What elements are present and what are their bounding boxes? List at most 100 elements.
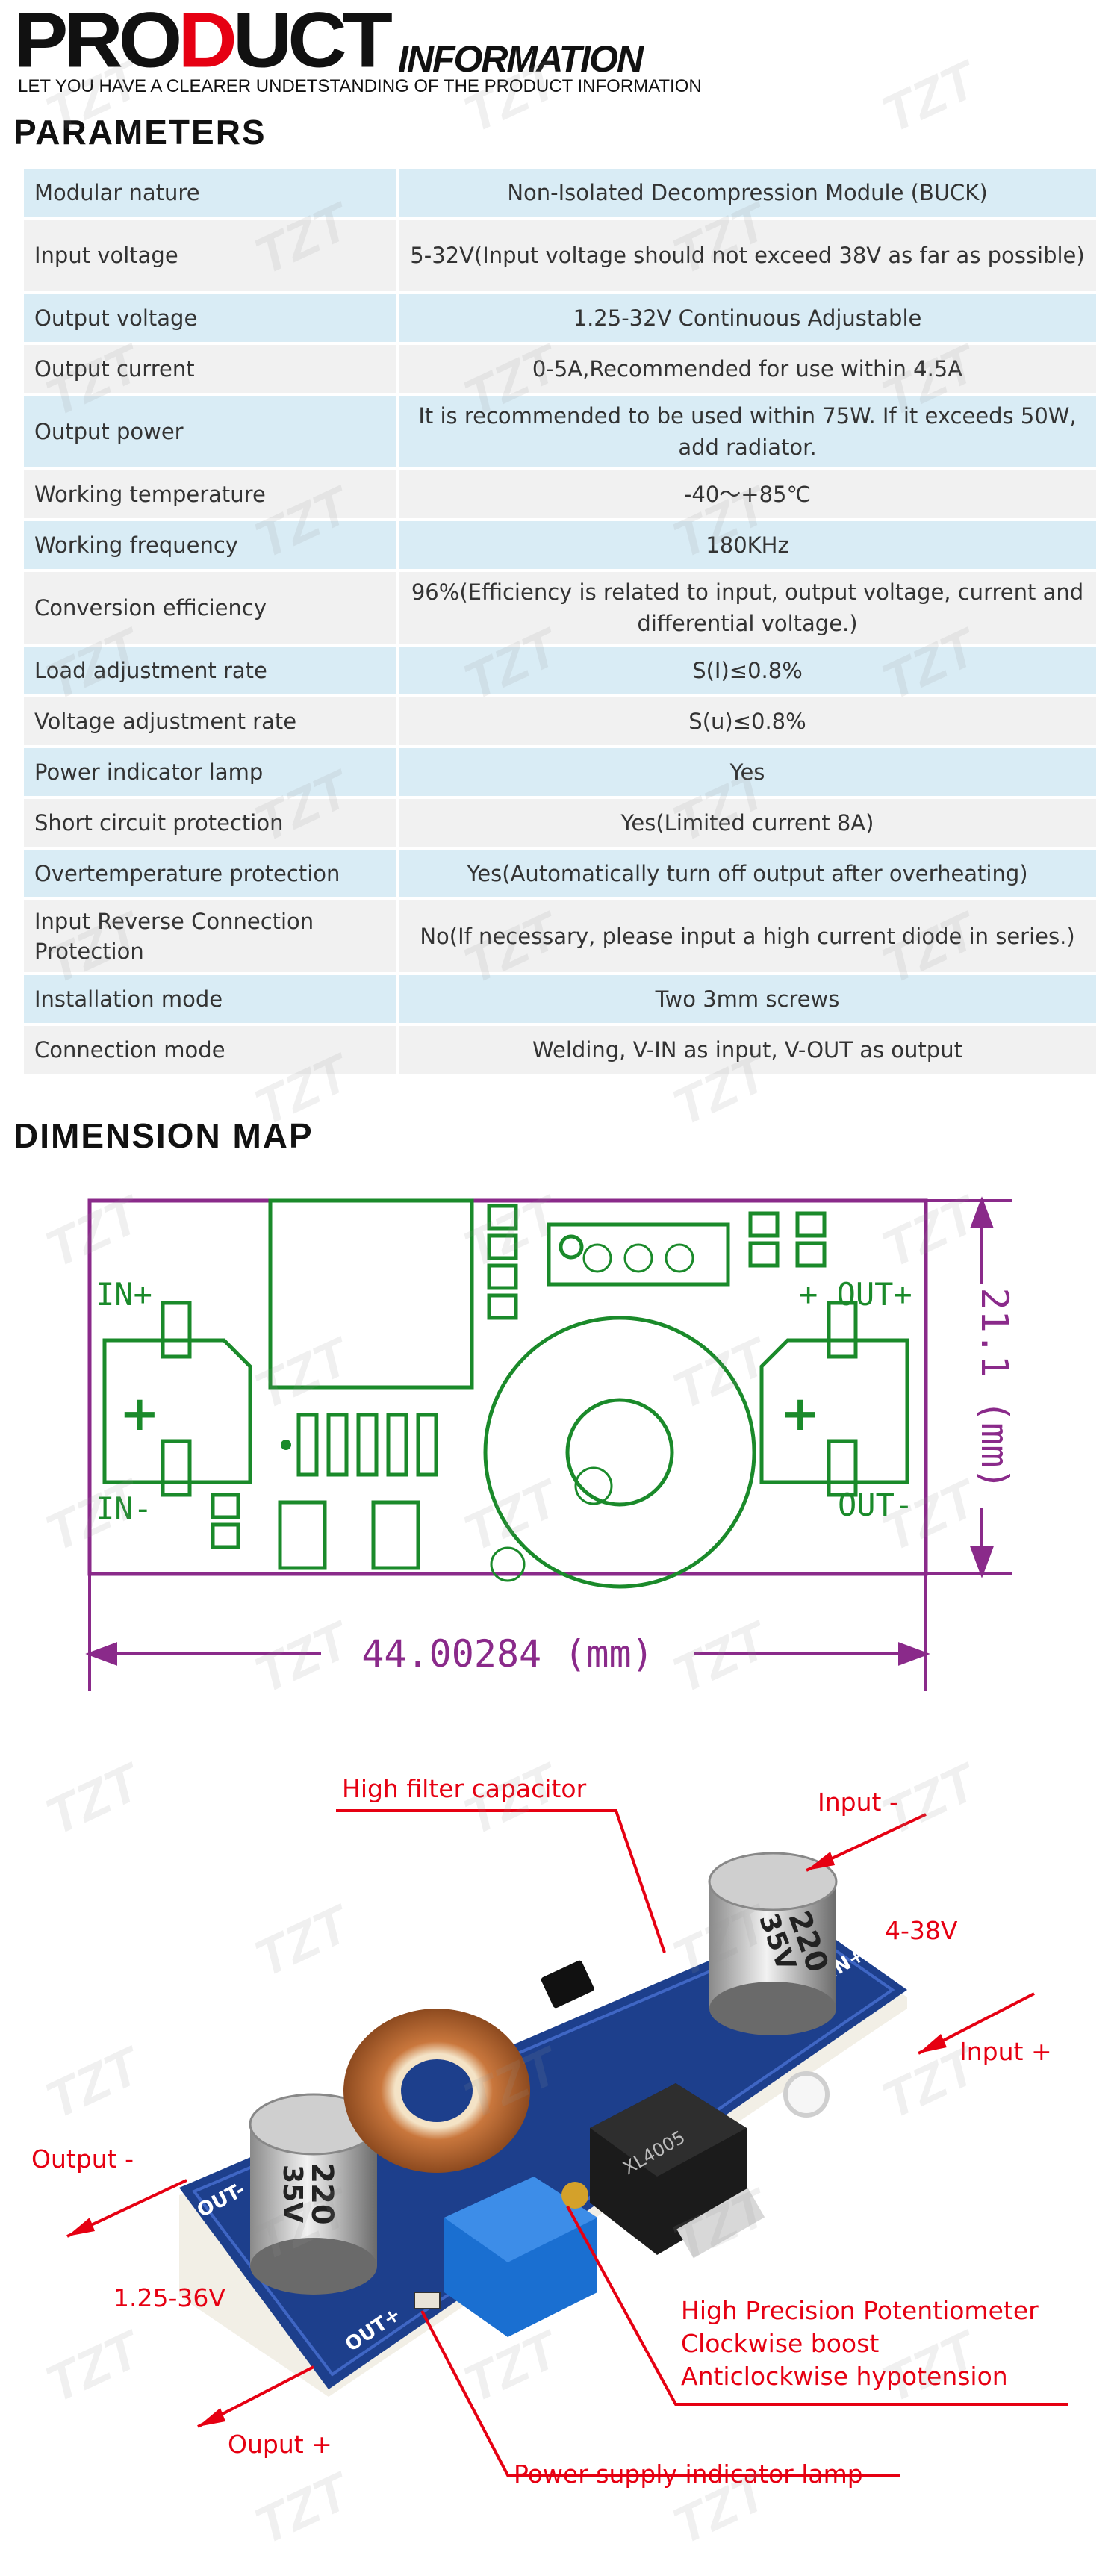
param-key: Working temperature [24, 470, 399, 518]
right-cap-pad-bottom [827, 1439, 858, 1497]
connector-pin-2 [582, 1243, 612, 1273]
line-indicator [420, 2310, 900, 2477]
left-cap-value: 220 [305, 2162, 339, 2225]
annotation-arrowheads [67, 1852, 947, 2427]
param-value: S(u)≤0.8% [399, 697, 1096, 745]
dimension-map: + + IN+ IN- + OUT+ OUT- 44.00284 (mm) 21… [85, 1196, 1016, 1691]
height-label: 21.1 (mm) [973, 1288, 1016, 1490]
label-potentiometer-2: Clockwise boost [681, 2329, 880, 2358]
param-key: Modular nature [24, 169, 399, 217]
annotation-lines [66, 1809, 1068, 2477]
right-cap-bottom [709, 1982, 836, 2035]
ic-pad-1 [296, 1413, 319, 1477]
param-value: S(I)≤0.8% [399, 647, 1096, 694]
inductor-pad [268, 1198, 474, 1390]
connector-pin-1 [559, 1234, 584, 1260]
param-value: Yes(Limited current 8A) [399, 799, 1096, 847]
line-potentiometer [566, 2206, 1068, 2406]
param-key: Overtemperature protection [24, 850, 399, 897]
pot-top [444, 2177, 597, 2262]
connector-pin-4 [665, 1243, 694, 1273]
left-cap-plus: + [119, 1387, 160, 1442]
out-plus-label: + OUT+ [799, 1276, 912, 1313]
param-value: 180KHz [399, 521, 1096, 569]
toroid-hole [401, 2059, 473, 2122]
param-key: Load adjustment rate [24, 647, 399, 694]
dim-arrow-top [970, 1196, 994, 1228]
param-key: Input Reverse Connection Protection [24, 900, 399, 972]
in-plus-label: IN+ [96, 1276, 152, 1313]
dim-arrow-bottom [970, 1546, 994, 1578]
param-value: -40～+85℃ [399, 470, 1096, 518]
small-transistor [541, 1960, 594, 2009]
dimension-title: DIMENSION MAP [13, 1116, 314, 1155]
param-key: Conversion efficiency [24, 572, 399, 644]
param-row: Working temperature-40～+85℃ [24, 470, 1096, 518]
param-key: Short circuit protection [24, 799, 399, 847]
arrowhead-input-plus [918, 2034, 947, 2053]
left-capacitor: 220 35V [249, 2093, 379, 2295]
label-potentiometer-3: Anticlockwise hypotension [681, 2362, 1008, 2391]
param-value: It is recommended to be used within 75W.… [399, 396, 1096, 467]
left-cap-bottom [250, 2238, 377, 2295]
param-key: Power indicator lamp [24, 748, 399, 796]
arrowhead-output-minus [67, 2218, 95, 2236]
left-cap-pad-bottom [161, 1439, 192, 1497]
param-key: Input voltage [24, 220, 399, 291]
arrowhead-input-minus [806, 1852, 835, 1870]
ic-pad-4 [386, 1413, 408, 1477]
regulator-chip: XL4005 [590, 2083, 765, 2259]
pad-b [487, 1233, 518, 1260]
label-potentiometer-1: High Precision Potentiometer [681, 2296, 1039, 2325]
chip-top [590, 2083, 747, 2177]
product-photo: OUT- OUT+ -IN+ 220 35V XL4005 220 35V [66, 1809, 1068, 2477]
ic-pad-5 [416, 1413, 438, 1477]
param-value: 0-5A,Recommended for use within 4.5A [399, 345, 1096, 393]
label-output-plus: Ouput + [228, 2430, 332, 2459]
potentiometer [444, 2177, 597, 2337]
indicator-led [414, 2292, 441, 2309]
param-value: Two 3mm screws [399, 975, 1096, 1023]
pad-h [795, 1241, 827, 1268]
mount-hole-photo [783, 2071, 830, 2118]
pin1-dot [281, 1440, 291, 1450]
pad-e [748, 1211, 780, 1238]
parameters-title: PARAMETERS [13, 113, 267, 152]
right-cap-plus: + [780, 1387, 821, 1442]
param-value: Non-Isolated Decompression Module (BUCK) [399, 169, 1096, 217]
board-outline [87, 1198, 928, 1589]
brand-uct: UCT [232, 0, 393, 84]
label-input-plus: Input + [959, 2037, 1052, 2066]
dim-arrow-right [898, 1642, 930, 1666]
param-key: Working frequency [24, 521, 399, 569]
toroid-inductor [343, 2009, 530, 2173]
chip-tab [676, 2188, 765, 2259]
param-key: Output power [24, 396, 399, 467]
pad-g [795, 1211, 827, 1238]
brand-subtitle: INFORMATION [398, 38, 644, 80]
in-minus-label: IN- [96, 1490, 152, 1527]
left-cap-pad-top [161, 1301, 192, 1359]
right-cap-outline [759, 1338, 909, 1484]
left-cap-voltage: 35V [277, 2165, 308, 2223]
param-value: 96%(Efficiency is related to input, outp… [399, 572, 1096, 644]
pad-d [487, 1293, 518, 1320]
line-filter-cap [336, 1809, 666, 1953]
param-value: 5-32V(Input voltage should not exceed 38… [399, 220, 1096, 291]
param-key: Installation mode [24, 975, 399, 1023]
param-value: Yes [399, 748, 1096, 796]
pad-l [371, 1500, 420, 1570]
